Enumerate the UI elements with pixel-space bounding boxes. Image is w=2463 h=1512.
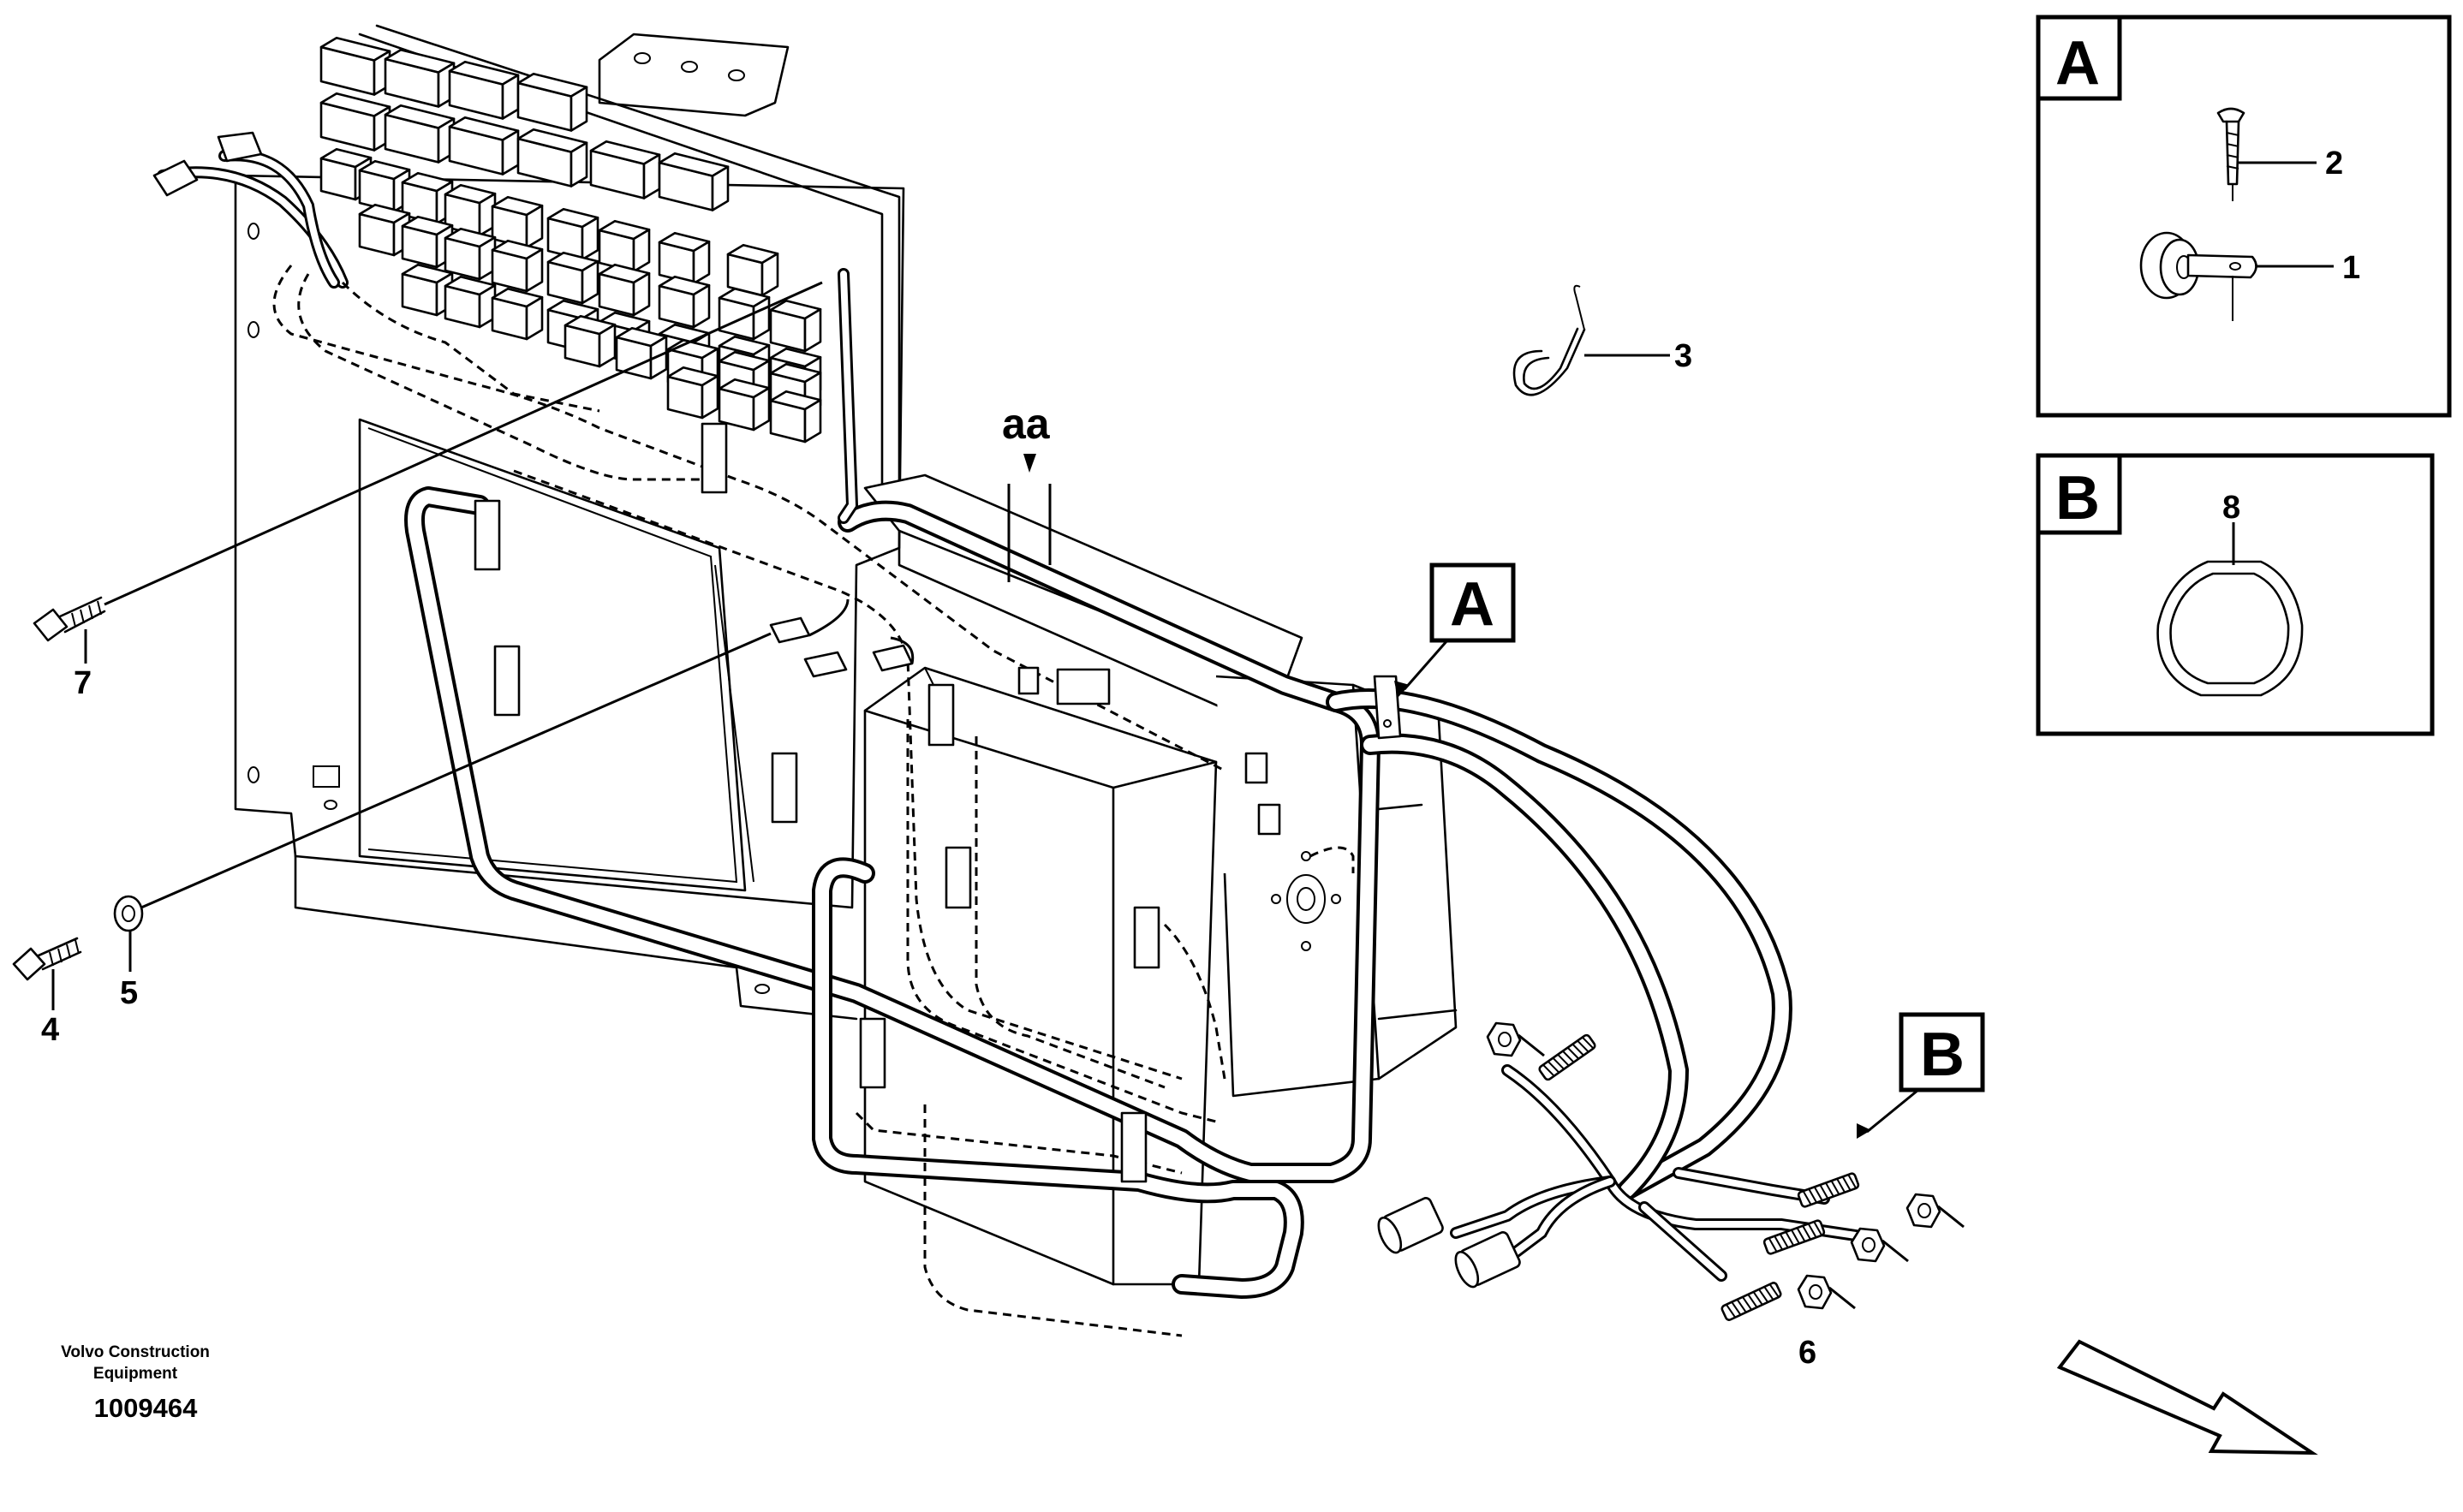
hidden-wires xyxy=(272,265,1355,1337)
screw-4 xyxy=(12,937,82,1010)
relay-module xyxy=(384,48,456,108)
hollow-arrow-icon xyxy=(2056,1339,2318,1455)
relay-module xyxy=(589,140,661,199)
screw-7 xyxy=(33,281,823,664)
reference-a-letter: A xyxy=(1450,570,1494,639)
company-name-line1: Volvo Construction xyxy=(61,1343,210,1361)
connectors xyxy=(152,131,1281,1183)
callout-1: 1 xyxy=(2342,250,2360,286)
callout-7: 7 xyxy=(74,665,92,701)
relay-module xyxy=(546,207,599,261)
hex-nut xyxy=(1797,1274,1856,1310)
relay-module xyxy=(598,219,651,273)
threaded-stud xyxy=(1538,1033,1596,1081)
relay-module xyxy=(658,152,730,211)
aa-reference xyxy=(1007,454,1052,582)
sensor-leads xyxy=(1377,1021,1965,1321)
relay-module xyxy=(658,231,711,285)
relay-module xyxy=(384,104,456,164)
relay-module xyxy=(319,36,391,96)
relay-module xyxy=(444,227,497,281)
relay-module xyxy=(444,275,497,329)
main-harness xyxy=(157,149,1792,1299)
aa-label: aa xyxy=(1002,400,1051,448)
callout-ref-b xyxy=(1857,1012,1985,1139)
relay-module xyxy=(769,390,822,443)
relay-module xyxy=(516,72,588,132)
drawing-number: 1009464 xyxy=(94,1393,198,1423)
callout-5: 5 xyxy=(120,975,138,1011)
washer-5 xyxy=(113,632,772,972)
relay-module xyxy=(769,299,822,353)
hex-nut xyxy=(1486,1021,1545,1057)
detail-a-letter: A xyxy=(2055,29,2100,98)
threaded-stud xyxy=(1797,1172,1860,1208)
relay-module xyxy=(319,92,391,152)
callout-ref-a xyxy=(1394,563,1516,698)
callout-2: 2 xyxy=(2325,146,2343,182)
relay-module xyxy=(448,116,520,176)
threaded-stud xyxy=(1721,1282,1782,1321)
relay-module xyxy=(564,314,617,368)
relay-module xyxy=(718,378,771,432)
relay-module xyxy=(516,128,588,188)
threaded-stud xyxy=(1762,1219,1826,1255)
relay-block-grid xyxy=(319,36,822,443)
hex-nut xyxy=(1850,1227,1909,1263)
company-name-line2: Equipment xyxy=(93,1365,178,1383)
detail-a-panel xyxy=(2036,15,2452,418)
reference-b-letter: B xyxy=(1920,1021,1965,1089)
relay-module xyxy=(666,366,719,420)
relay-module xyxy=(598,263,651,317)
detail-b-panel xyxy=(2036,453,2435,736)
callout-3: 3 xyxy=(1674,338,1692,374)
relay-module xyxy=(615,326,668,380)
labels: 2 1 3 8 7 4 5 6 A B A B aa Volvo Constru… xyxy=(41,29,2360,1423)
callout-8: 8 xyxy=(2222,490,2240,526)
hex-nut xyxy=(1905,1193,1965,1229)
detail-b-letter: B xyxy=(2055,464,2100,533)
callout-4: 4 xyxy=(41,1012,59,1048)
relay-module xyxy=(491,195,544,249)
relay-module xyxy=(491,239,544,293)
relay-module xyxy=(546,251,599,305)
callout-6: 6 xyxy=(1798,1335,1816,1371)
relay-module xyxy=(658,275,711,329)
cable-tie-3 xyxy=(1512,284,1670,396)
relay-module xyxy=(448,60,520,120)
relay-module xyxy=(491,287,544,341)
relay-module xyxy=(718,287,771,341)
